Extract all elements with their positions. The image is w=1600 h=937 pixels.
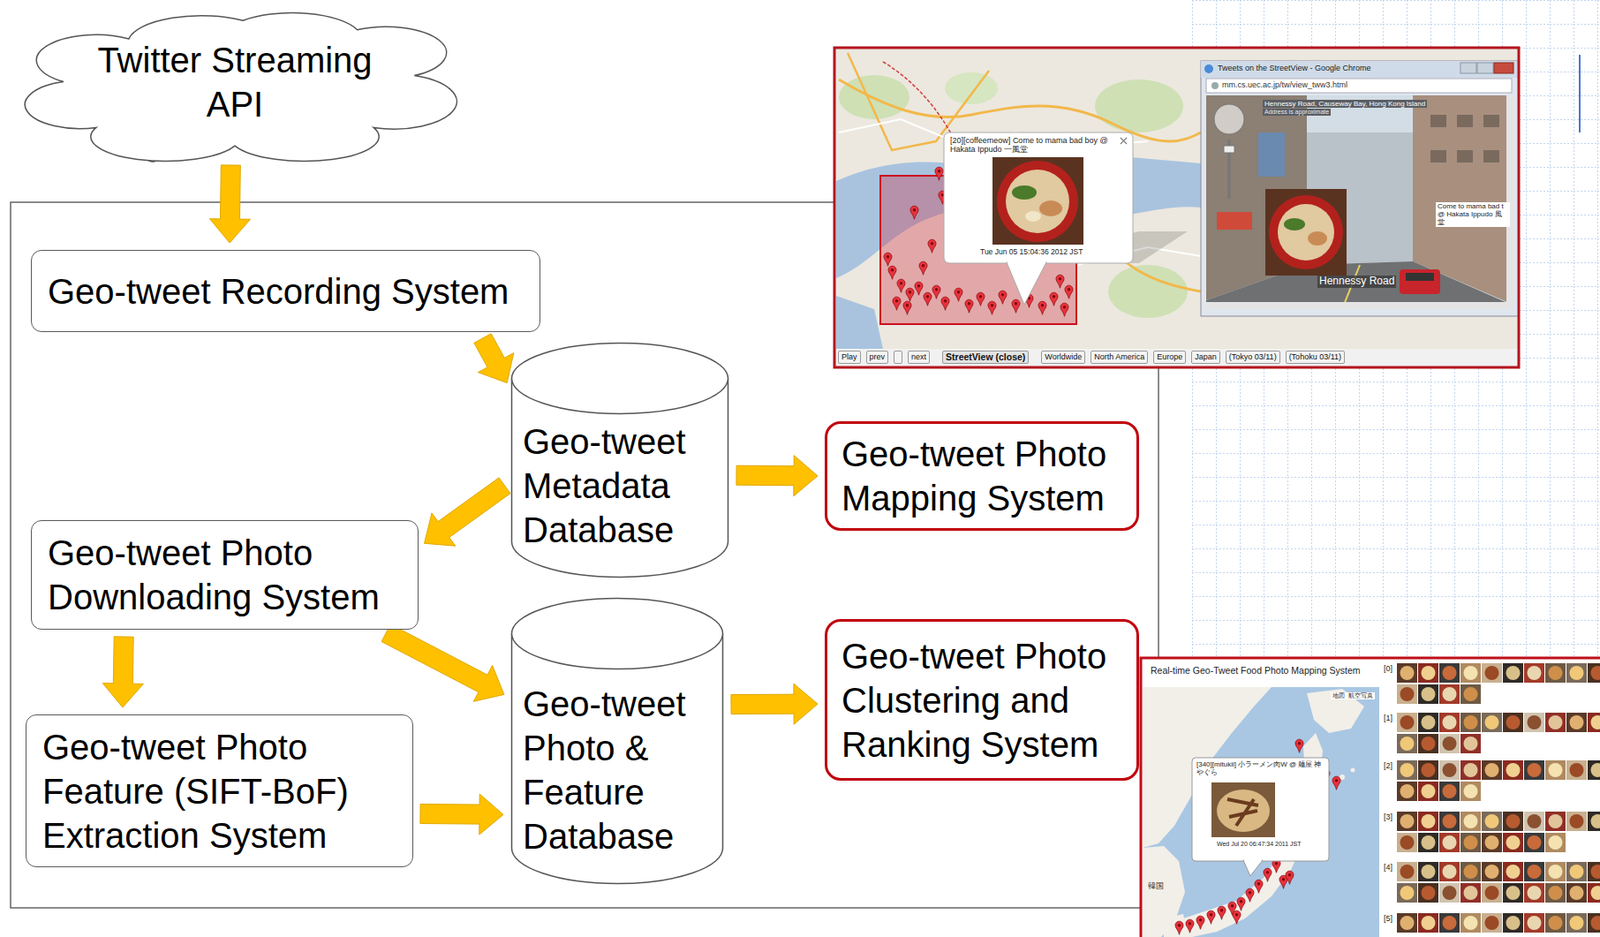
blank-button [893, 350, 903, 364]
toolbar-button: next [907, 350, 930, 364]
map-label: 韓国 [1147, 881, 1164, 891]
toolbar-button: StreetView (close) [942, 350, 1029, 364]
node-text: Geo-tweet Photo Clustering and Ranking S… [841, 633, 1123, 767]
map-type-button: 地図 [1330, 692, 1347, 700]
cylinder-body [512, 633, 724, 884]
toolbar-button: (Tokyo 03/11) [1225, 350, 1281, 364]
node-text: Geo-tweet Photo Downloading System [47, 530, 402, 619]
block-arrow [420, 793, 504, 835]
url-text: mm.cs.uec.ac.jp/tw/view_tww3.html [1222, 80, 1348, 90]
cluster-index: [0] [1383, 664, 1393, 673]
block-arrow [474, 333, 514, 384]
node-text: Geo-tweet Photo & Feature Database [522, 681, 712, 859]
tweet-text: [20][coffeemeow] Come to mama bad boy @ … [950, 135, 1129, 155]
tweet-text: Come to mama bad t @ Hakata Ippudo 風堂 [1435, 202, 1510, 227]
address-note: Address is approximate [1262, 108, 1331, 116]
map-type-button: 航空写真 [1346, 692, 1375, 700]
process-box: Geo-tweet Recording System [30, 249, 541, 333]
address-text: Hennessy Road, Causeway Bay, Hong Kong I… [1262, 99, 1427, 108]
database-cylinder: Geo-tweet Photo & Feature Database [510, 596, 725, 885]
toolbar-button: Japan [1191, 350, 1221, 364]
toolbar-button: Play [837, 350, 861, 364]
cluster-index: [2] [1383, 761, 1393, 770]
database-cylinder: Geo-tweet Metadata Database [510, 341, 730, 579]
tweet-date: Wed Jul 20 06:47:34 2011 JST [1216, 840, 1301, 848]
cloud-shape: Twitter Streaming API [30, 5, 439, 159]
guide-line [1578, 54, 1581, 133]
output-system-box: Geo-tweet Photo Clustering and Ranking S… [824, 618, 1140, 781]
app-title: Real-time Geo-Tweet Food Photo Mapping S… [1150, 664, 1361, 676]
block-arrow [424, 477, 511, 546]
node-text: Geo-tweet Photo Feature (SIFT-BoF) Extra… [42, 724, 397, 858]
block-arrow [736, 455, 818, 497]
window-title: Tweets on the StreetView - Google Chrome [1217, 63, 1371, 73]
button-bar: Play prev next StreetView (close) Worldw… [837, 350, 1351, 364]
process-box: Geo-tweet Photo Feature (SIFT-BoF) Extra… [25, 714, 414, 868]
food-map-screenshot [1140, 657, 1600, 937]
cylinder-top [512, 598, 724, 670]
cloud-outline [30, 5, 439, 159]
toolbar-button: Europe [1153, 350, 1186, 364]
toolbar-button: prev [866, 350, 890, 364]
tweet-text: [340][mitukii] 小ラーメン肉W @ 麺屋 神やぐら [1196, 760, 1326, 777]
block-arrow [102, 636, 144, 708]
map-screenshot [834, 47, 1519, 368]
block-arrow [381, 624, 505, 702]
cluster-index: [5] [1383, 913, 1393, 923]
node-text: Twitter Streaming API [84, 37, 385, 127]
toolbar-button: North America [1090, 350, 1148, 364]
process-box: Geo-tweet Photo Downloading System [30, 520, 419, 630]
cylinder-top [512, 343, 729, 415]
block-arrow [210, 165, 251, 243]
output-system-box: Geo-tweet Photo Mapping System [824, 421, 1140, 531]
cluster-index: [3] [1383, 812, 1393, 822]
toolbar-button: Worldwide [1041, 350, 1086, 364]
block-arrow [731, 683, 818, 725]
cloud-path [24, 13, 457, 162]
cluster-index: [1] [1383, 713, 1393, 723]
toolbar-button: (Tohoku 03/11) [1285, 350, 1345, 364]
cluster-index: [4] [1383, 862, 1393, 872]
street-name: Hennessy Road [1317, 275, 1397, 288]
tweet-date: Tue Jun 05 15:04:36 2012 JST [980, 248, 1083, 257]
node-text: Geo-tweet Photo Mapping System [841, 431, 1123, 521]
node-text: Geo-tweet Recording System [47, 269, 524, 314]
node-text: Geo-tweet Metadata Database [522, 419, 717, 552]
